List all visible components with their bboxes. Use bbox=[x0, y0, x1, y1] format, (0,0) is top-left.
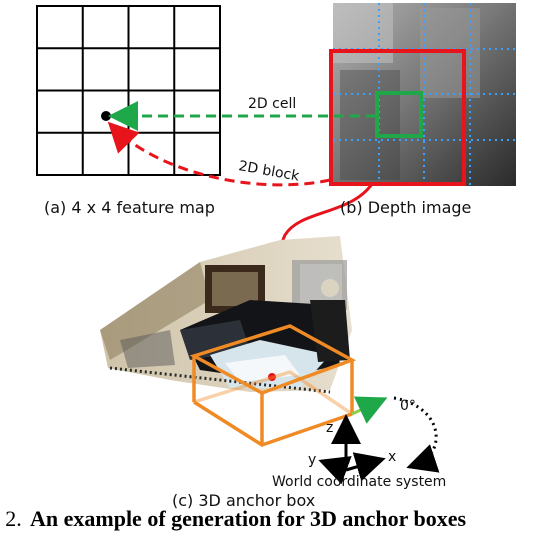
caption-prefix: e 2. bbox=[0, 506, 22, 531]
point-cloud-scene bbox=[100, 236, 352, 394]
caption-text: An example of generation for 3D anchor b… bbox=[30, 506, 467, 531]
rotation-arrow bbox=[393, 396, 440, 473]
block-label: 2D block bbox=[237, 158, 301, 185]
figure-caption: e 2. An example of generation for 3D anc… bbox=[0, 506, 546, 534]
block-box bbox=[329, 49, 466, 186]
angle-label: 0° bbox=[400, 398, 416, 414]
block-arrow bbox=[107, 121, 331, 187]
cell-box bbox=[375, 91, 423, 138]
depth-image bbox=[329, 3, 516, 186]
depth-image-label: (b) Depth image bbox=[340, 198, 471, 217]
feature-map-grid bbox=[36, 5, 221, 176]
world-axes bbox=[318, 414, 386, 485]
grid-point bbox=[101, 111, 111, 121]
axis-x-label: x bbox=[388, 449, 396, 465]
axis-z-label: z bbox=[326, 420, 333, 436]
anchor-box-3d bbox=[189, 324, 357, 447]
feature-map-label: (a) 4 x 4 feature map bbox=[44, 198, 215, 217]
axis-y-label: y bbox=[308, 452, 316, 468]
cell-label: 2D cell bbox=[248, 96, 296, 112]
anchor-center-point bbox=[268, 373, 276, 381]
anchor-box-label: (c) 3D anchor box bbox=[172, 491, 315, 510]
coord-system-label: World coordinate system bbox=[272, 474, 446, 490]
orientation-arrow bbox=[351, 396, 388, 424]
